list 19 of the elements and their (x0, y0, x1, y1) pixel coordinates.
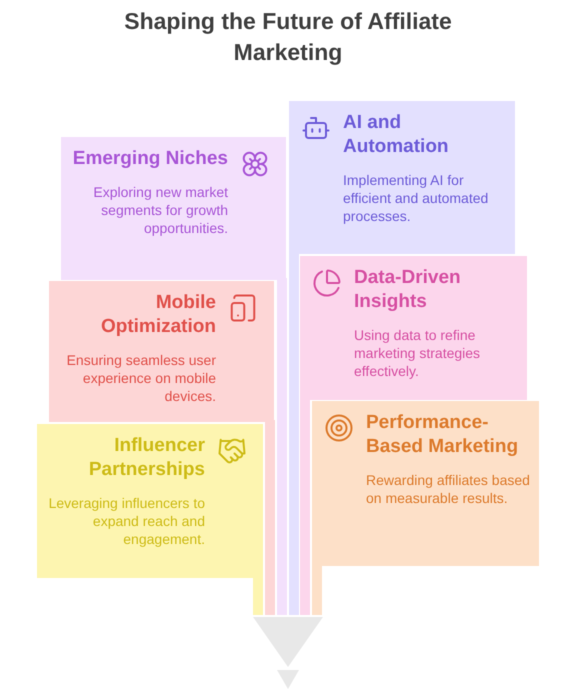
card-heading: AI and Automation (343, 111, 450, 159)
card-heading: Influencer Partnerships (88, 434, 205, 482)
card (300, 256, 527, 400)
card-description: Exploring new market segments for growth opportunities. (92, 183, 228, 237)
card-description: Rewarding affiliates based on measurable results. (366, 471, 531, 507)
card (61, 137, 286, 280)
card-description: Implementing AI for efficient and automated processes. (343, 171, 490, 225)
card-heading: Mobile Optimization (100, 291, 216, 339)
card-heading: Data-Driven Insights (354, 266, 462, 314)
card-description: Using data to refine marketing strategies effectively. (354, 326, 482, 380)
card-description: Leveraging influencers to expand reach and engagement. (48, 494, 205, 548)
card (289, 101, 515, 254)
card-description: Ensuring seamless user experience on mobile devices. (66, 351, 216, 405)
card (49, 281, 274, 422)
card (37, 424, 263, 578)
card-heading: Performance-Based Marketing (366, 411, 520, 459)
title: Shaping the Future of Affiliate Marketing (123, 7, 453, 67)
card (312, 401, 539, 566)
card-heading: Emerging Niches (72, 147, 228, 171)
